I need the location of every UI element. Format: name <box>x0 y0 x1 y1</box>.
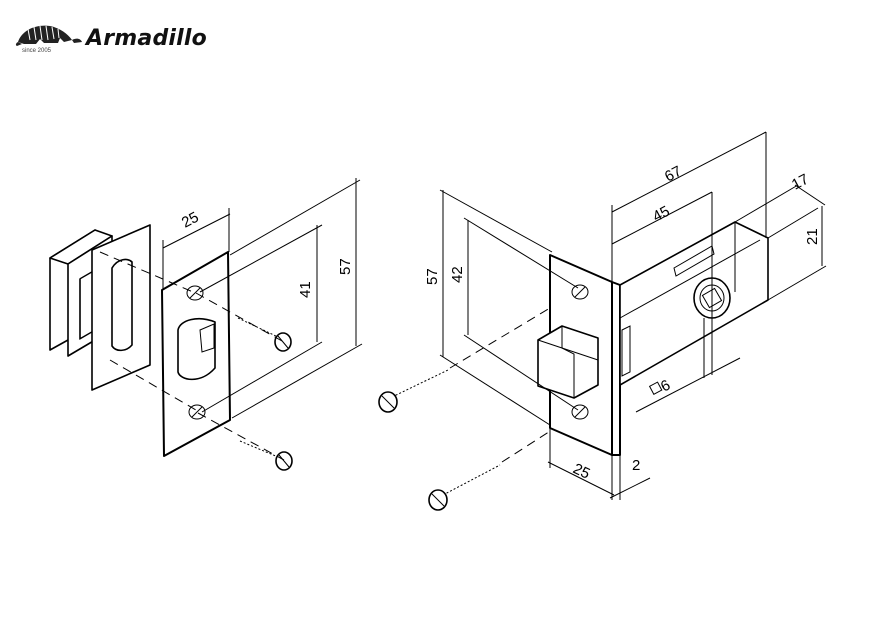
dim-latch-body-thickness: 17 <box>789 171 812 194</box>
armadillo-icon <box>15 25 82 46</box>
dim-strike-hole-spacing: 41 <box>297 281 314 298</box>
dim-latch-length: 67 <box>662 163 685 186</box>
strike-plate <box>91 224 231 457</box>
dim-latch-hole-spacing: 42 <box>449 266 466 283</box>
strike-screw-top <box>237 317 292 352</box>
brand-logo: Armadillo since 2005 <box>14 20 254 60</box>
latch-screw-bottom <box>428 464 501 511</box>
dim-latch-body-height: 21 <box>804 228 821 245</box>
dim-strike-height: 57 <box>337 258 354 275</box>
square-symbol <box>648 381 663 395</box>
dim-faceplate-thickness: 2 <box>632 457 640 474</box>
brand-name: Armadillo <box>86 26 207 51</box>
latch-body <box>619 221 769 386</box>
brand-since: since 2005 <box>22 48 52 54</box>
dim-latch-plate-height: 57 <box>424 268 441 285</box>
dim-spindle-square: 6 <box>658 377 673 396</box>
strike-screw-bottom <box>239 440 293 471</box>
strike-box <box>49 229 113 357</box>
dim-latch-backset: 45 <box>650 203 673 226</box>
latch-bolt <box>537 325 599 399</box>
dim-faceplate-width: 25 <box>570 460 592 482</box>
latch-screw-top <box>378 369 449 413</box>
dim-strike-width: 25 <box>179 209 202 232</box>
